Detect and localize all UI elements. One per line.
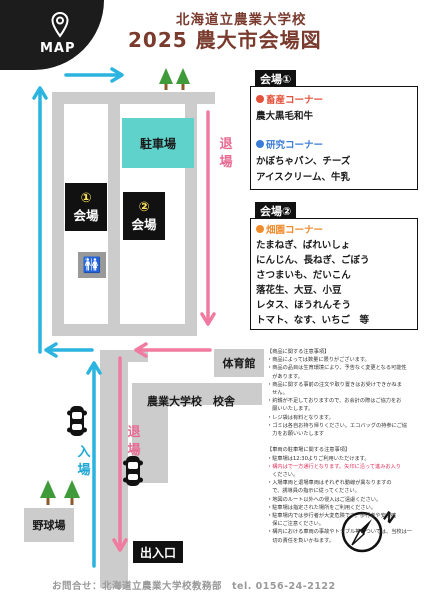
road-entrance — [100, 350, 128, 588]
bullet-dot — [256, 140, 264, 148]
parking-lot: 駐車場 — [122, 118, 194, 168]
car-icon — [67, 406, 87, 436]
road-bottom — [52, 324, 197, 336]
venue-1-panel — [250, 86, 418, 190]
map-badge: MAP — [0, 0, 104, 70]
note-line: ・入場車両と退場車両はそれぞれ動線が異なりますの — [267, 480, 392, 487]
product-line: 農大黒毛和牛 — [256, 111, 314, 122]
note-line: ・駐車場内では歩行者が大変危険です。歩行者や安全確 — [267, 513, 397, 520]
venue-1-number: ① — [80, 191, 92, 206]
venue-2-label: 会場 — [131, 217, 157, 232]
note-line: ください。 — [267, 472, 299, 479]
venue-2-panel — [250, 218, 418, 330]
note-line: ・釣銭が不足しておりますので、お会計の際はご協力をお — [267, 398, 402, 405]
note-line: ・商品に関する事前の注文や取り置きはお受けできかねま — [267, 381, 402, 388]
note-line: で、誘導員の指示に従ってください。 — [267, 488, 360, 495]
note-line: ・地図のルート以外への侵入はご遠慮ください。 — [267, 496, 382, 503]
note-line: ・レジ袋は有料となります。 — [267, 414, 334, 421]
baseball-field: 野球場 — [24, 508, 74, 542]
tree-icon — [64, 480, 80, 505]
map-pin-icon — [51, 12, 69, 38]
product-line: かぼちゃパン、チーズ — [256, 156, 351, 167]
product-line: 落花生、大豆、小豆 — [256, 285, 342, 296]
venue-1-marker: ① 会場 — [65, 183, 107, 231]
school-building — [132, 383, 262, 483]
notes-block: 【商品に関する注意事項】 ・商品によっては数量に限りがございます。 ・商品の品目… — [267, 348, 419, 545]
note-line: ・駐車場は12:30よりご利用いただけます。 — [267, 455, 370, 462]
tree-icon — [40, 480, 56, 505]
product-line: にんじん、長ねぎ、ごぼう — [256, 255, 370, 266]
contact-info: お問合せ：北海道立農業大学校教務部 tel. 0156-24-2122 — [52, 581, 336, 592]
exit-label-top: 退場 — [219, 137, 233, 170]
note-line: があります。 — [267, 373, 303, 380]
page-subtitle: 北海道立農業大学校 — [176, 12, 307, 28]
toilet-icon: 🚻 — [78, 252, 106, 278]
product-line: トマト、なす、いちご 等 — [256, 315, 370, 326]
note-line: 願いいたします。 — [267, 406, 314, 413]
school-building-label: 農業大学校 校舎 — [147, 395, 235, 408]
note-line: 切の責任を負いかねます。 — [267, 537, 334, 544]
note-line: ・構内における車両の事故やトラブル等については、当校は一 — [267, 529, 412, 536]
product-line: たまねぎ、ばれいしょ — [256, 240, 351, 251]
section-title: 畑園コーナー — [256, 222, 323, 236]
road-top — [52, 92, 215, 104]
map-label: MAP — [40, 41, 76, 56]
gymnasium: 体育館 — [214, 349, 264, 377]
venue-1-header: 会場① — [255, 70, 297, 88]
product-line: さつまいも、だいこん — [256, 270, 351, 281]
page-title: 2025 農大市会場図 — [128, 28, 322, 52]
enter-label: 入場 — [77, 445, 91, 478]
product-line: レタス、ほうれんそう — [256, 300, 352, 311]
note-line: ・駐車場は指定された場所をご利用ください。 — [267, 504, 376, 511]
entrance-exit: 出入口 — [133, 541, 183, 563]
venue-2-number: ② — [138, 200, 150, 215]
tree-icon — [159, 68, 173, 90]
car-icon — [123, 456, 143, 486]
venue-2-header: 会場② — [255, 202, 297, 220]
bullet-dot — [256, 225, 264, 233]
product-line: アイスクリーム、牛乳 — [256, 172, 350, 183]
note-line: ・商品によっては数量に限りがございます。 — [267, 357, 370, 364]
section-title: 研究コーナー — [256, 137, 323, 151]
note-line — [267, 438, 419, 446]
bullet-dot — [256, 95, 264, 103]
note-line: ・構内はで一方通行となります。矢印に沿って進みお入り — [267, 463, 401, 470]
note-line: 【商品に関する注意事項】 — [267, 349, 330, 355]
note-line: ・ゴミは各自お持ち帰りください。エコバッグの持参にご協 — [267, 422, 407, 429]
note-line: せん。 — [267, 390, 288, 397]
road-inner-vertical — [108, 104, 120, 336]
venue-2-marker: ② 会場 — [123, 192, 165, 240]
note-line: ・商品の品目は生育環境により、予告なく変更となる可能性 — [267, 365, 407, 372]
note-line: 力をお願いいたします — [267, 431, 325, 438]
exit-label-bottom: 退場 — [127, 425, 141, 458]
road-left — [52, 92, 64, 336]
tree-icon — [176, 68, 190, 90]
section-title: 畜産コーナー — [256, 92, 323, 106]
venue-1-label: 会場 — [73, 208, 99, 223]
note-line: 保にご注意ください。 — [267, 521, 324, 528]
note-line: 【車両の駐車場に関する注意事項】 — [267, 447, 351, 454]
